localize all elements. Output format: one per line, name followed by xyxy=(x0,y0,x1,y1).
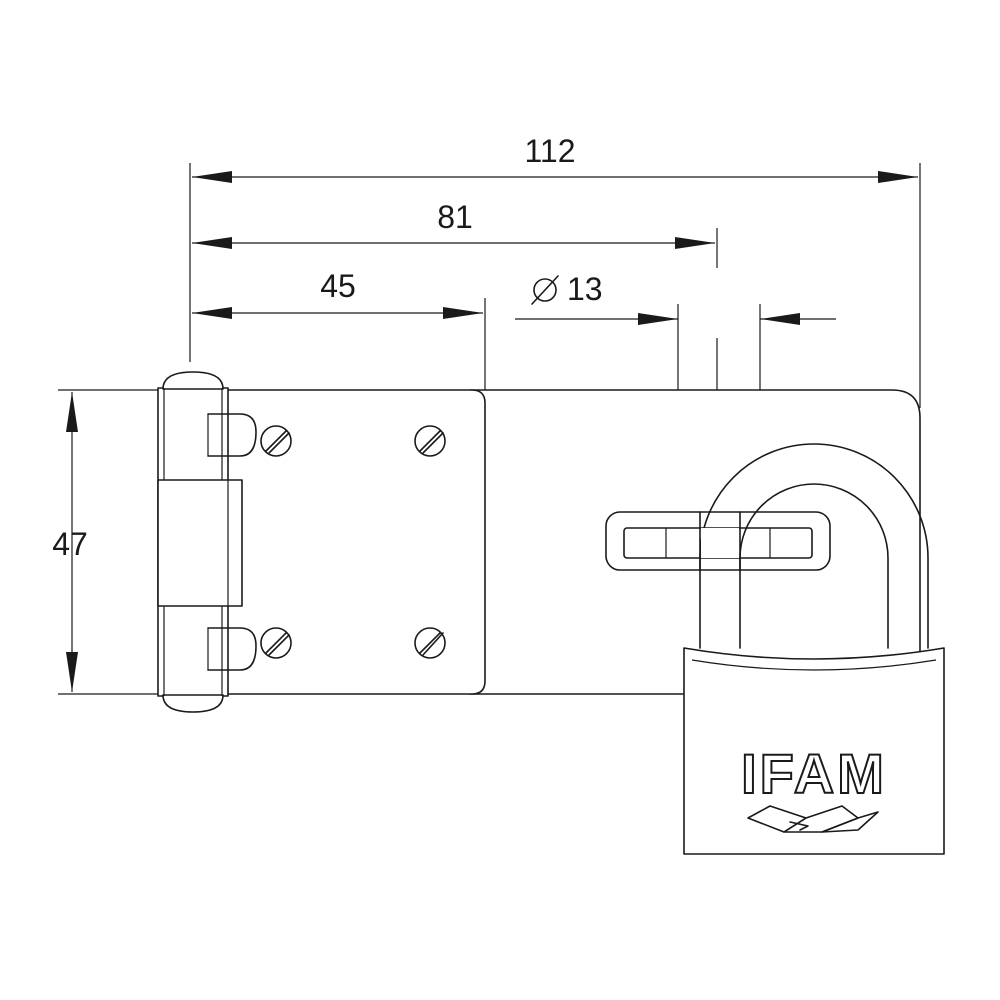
brand-logo-icon xyxy=(747,805,879,833)
dimension-45-label: 45 xyxy=(320,268,356,304)
screw-bottom-left-icon xyxy=(260,627,292,659)
padlock-shackle xyxy=(699,443,929,649)
dimension-47: 47 xyxy=(52,389,160,695)
hinge-plate xyxy=(225,389,486,695)
dimension-81-label: 81 xyxy=(437,199,473,235)
padlock-brand-label: IFAM xyxy=(741,742,887,805)
hinge-knuckle xyxy=(157,371,257,713)
padlock-body xyxy=(683,647,945,855)
screw-top-left-icon xyxy=(260,425,292,457)
dimension-47-label: 47 xyxy=(52,526,88,562)
dimension-112-label: 112 xyxy=(524,133,575,169)
screw-bottom-right-icon xyxy=(414,627,446,659)
dimension-112: 112 xyxy=(189,133,921,408)
dimension-diameter-13-label: 13 xyxy=(567,271,603,307)
dimension-45: 45 xyxy=(192,268,486,392)
diameter-symbol-icon xyxy=(531,275,559,305)
screw-top-right-icon xyxy=(414,425,446,457)
dimension-81: 81 xyxy=(192,199,718,268)
dimension-diameter-13: 13 xyxy=(515,271,836,512)
